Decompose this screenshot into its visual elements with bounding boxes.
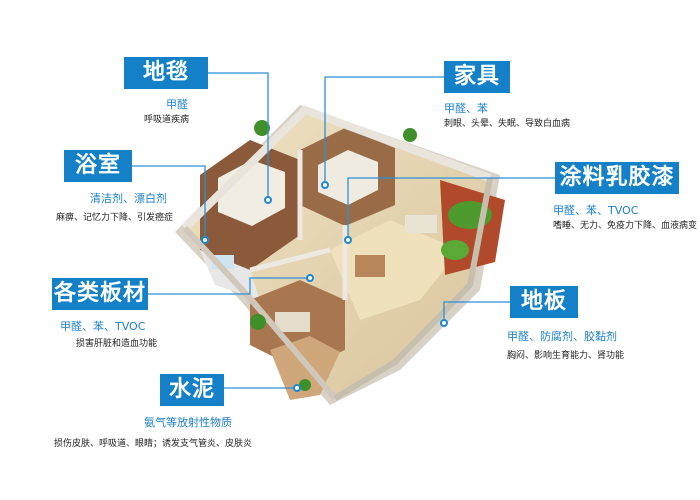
paint-effects: 嗜睡、无力、免疫力下降、血液病变: [553, 221, 698, 231]
dining-table: [355, 255, 385, 277]
connector-carpet: [208, 72, 269, 200]
connector-furniture: [324, 76, 444, 185]
plant: [299, 379, 311, 391]
kitchen-counter: [275, 312, 310, 332]
connector-floor: [443, 301, 510, 323]
carpet-substance: 甲醛: [166, 98, 188, 111]
connector-lines: [132, 72, 555, 389]
plant: [403, 128, 417, 142]
sofa: [405, 215, 437, 233]
furniture-marker-dot: [321, 181, 329, 189]
floor-effects: 胸闷、影响生育能力、肾功能: [507, 351, 625, 361]
plant: [250, 314, 266, 330]
terrace-plants-2: [441, 240, 469, 260]
paint-label: 涂料乳胶漆: [555, 162, 679, 194]
cement-effects: 损伤皮肤、呼吸道、眼睛；诱发支气管炎、皮肤炎: [54, 439, 253, 449]
bathroom-substance: 清洁剂、漂白剂: [90, 192, 167, 205]
cement-label: 水泥: [160, 374, 224, 406]
paint-marker-dot: [344, 236, 352, 244]
furniture-label: 家具: [444, 61, 510, 93]
floor-label: 地板: [510, 286, 578, 318]
cement-marker-dot: [293, 384, 301, 392]
right-walls: [333, 177, 493, 401]
paint-substance: 甲醛、苯、TVOC: [553, 204, 639, 217]
plant: [254, 120, 270, 136]
back-walls: [182, 105, 492, 231]
boards-substance: 甲醛、苯、TVOC: [60, 320, 146, 333]
boards-label: 各类板材: [52, 278, 148, 310]
bathroom-label: 浴室: [64, 150, 132, 182]
furniture-effects: 刺眼、头晕、失眠、导致白血病: [444, 119, 571, 129]
connector-paint: [347, 177, 555, 240]
inner-wall-3: [249, 247, 331, 273]
cement-substance: 氨气等放射性物质: [144, 416, 232, 429]
connector-boards: [148, 277, 310, 295]
boards-marker-dot: [306, 274, 314, 282]
floor-substance: 甲醛、防腐剂、胶黏剂: [507, 330, 617, 343]
living-floor: [330, 220, 460, 320]
bathroom-effects: 麻痹、记忆力下降、引发癌症: [56, 213, 174, 223]
carpet-effects: 呼吸道疾病: [144, 115, 190, 125]
boards-effects: 损害肝脏和造血功能: [76, 339, 158, 349]
carpet-label: 地毯: [124, 57, 208, 89]
bathroom-marker-dot: [201, 236, 209, 244]
floor-marker-dot: [440, 319, 448, 327]
carpet-marker-dot: [264, 196, 272, 204]
connector-bathroom: [132, 165, 206, 240]
furniture-substance: 甲醛、苯: [444, 102, 488, 115]
left-walls: [182, 225, 338, 400]
